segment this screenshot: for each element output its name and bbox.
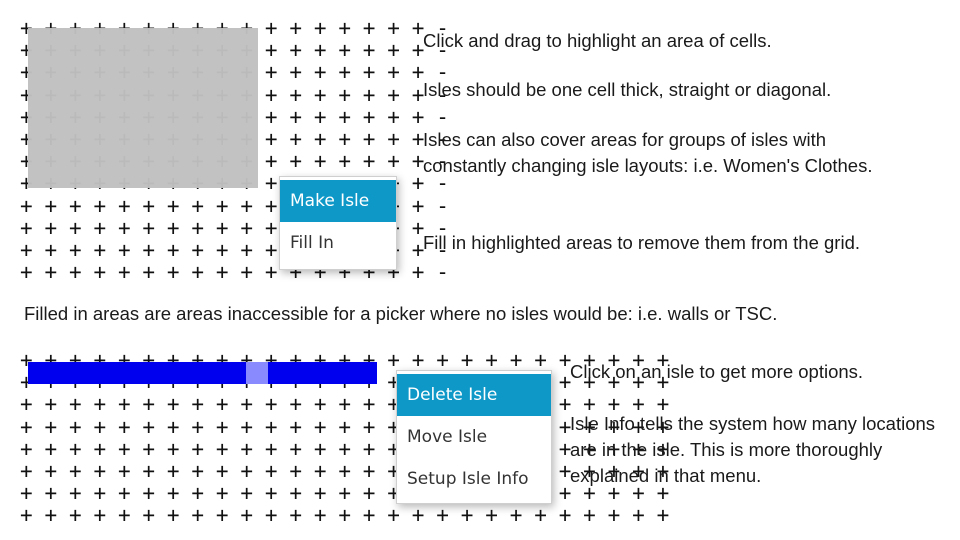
top-description-2: Isles should be one cell thick, straight… (423, 79, 832, 100)
top-description-3: Isles can also cover areas for groups of… (423, 129, 873, 176)
top-description-4: Fill in highlighted areas to remove them… (423, 232, 861, 253)
isle-bar[interactable] (28, 362, 377, 384)
bottom-description-1: Click on an isle to get more options. (570, 361, 864, 382)
selected-isle-cell[interactable] (246, 362, 268, 384)
bottom-description-2: Isle Info tells the system how many loca… (570, 413, 936, 486)
make-isle-menu-item[interactable]: Make Isle (280, 180, 396, 222)
fill-in-menu-item[interactable]: Fill In (290, 233, 334, 253)
top-description-1: Click and drag to highlight an area of c… (423, 30, 772, 51)
bottom-context-menu: Delete Isle Move Isle Setup Isle Info (396, 370, 552, 504)
delete-isle-menu-item[interactable]: Delete Isle (397, 374, 551, 416)
filled-in-note: Filled in areas are areas inaccessible f… (24, 303, 778, 324)
setup-isle-info-menu-item[interactable]: Setup Isle Info (407, 469, 529, 489)
move-isle-menu-item[interactable]: Move Isle (407, 427, 488, 447)
highlighted-area[interactable] (28, 28, 258, 188)
top-context-menu: Make Isle Fill In (279, 176, 397, 270)
